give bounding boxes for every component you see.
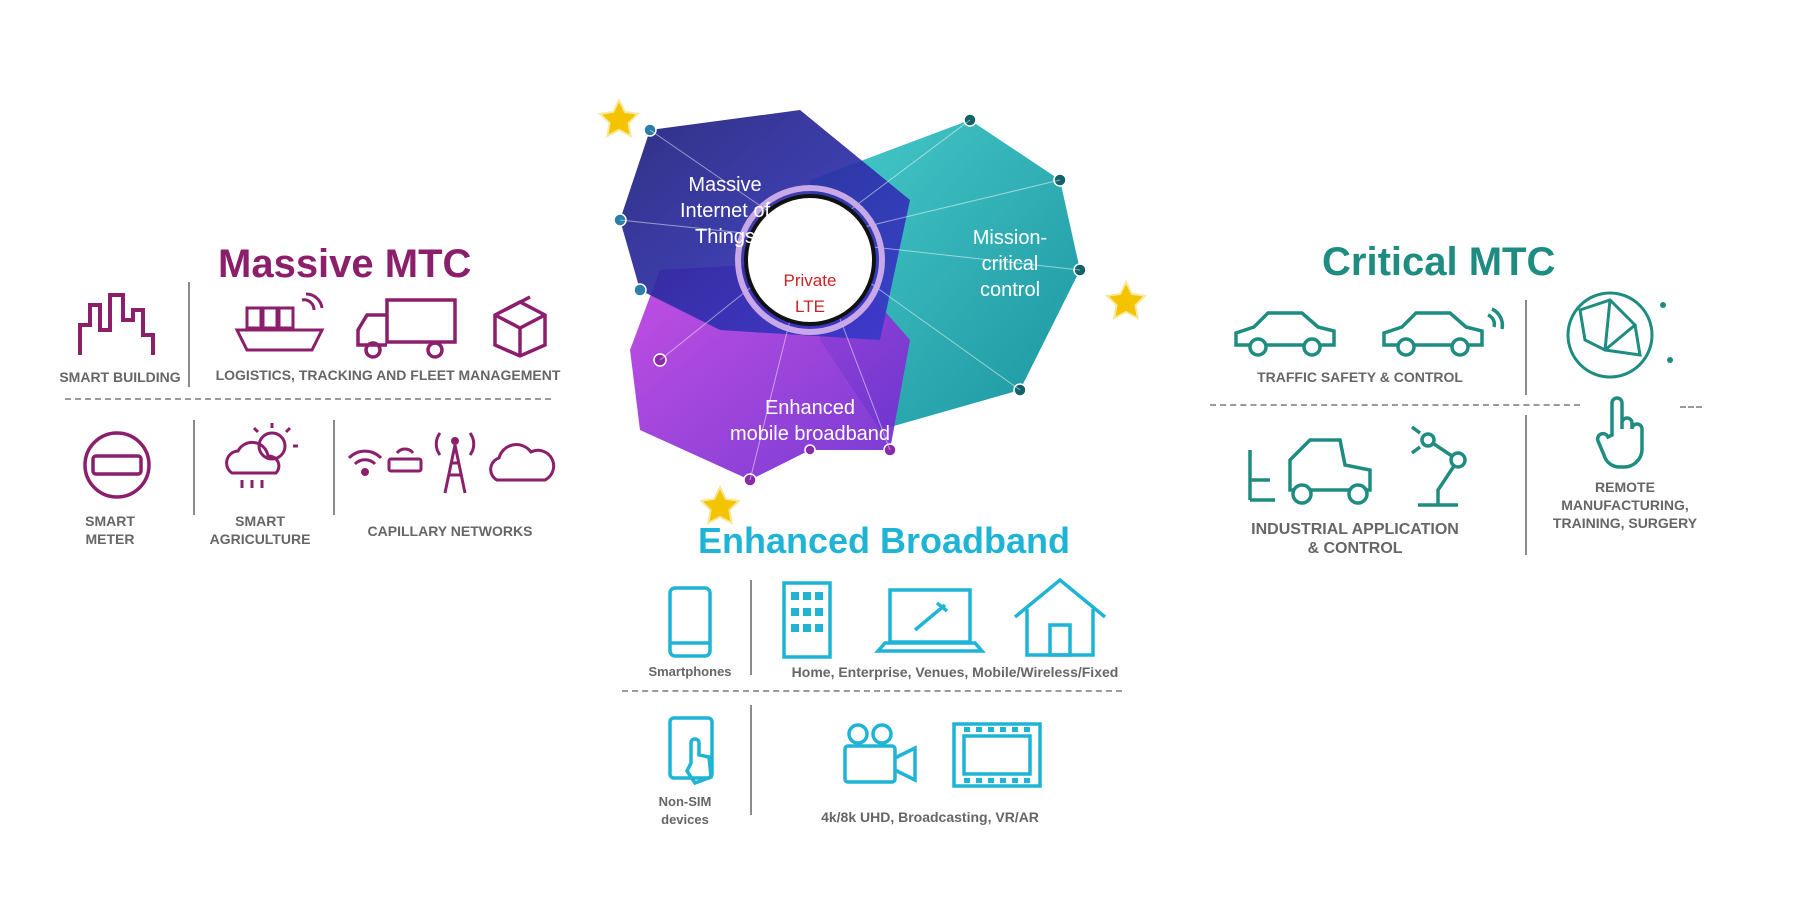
home-icon: [1013, 577, 1107, 657]
laptop-icon: [874, 588, 986, 653]
traffic-label: TRAFFIC SAFETY & CONTROL: [1257, 369, 1463, 385]
cloud-icon: [489, 443, 556, 482]
smart-meter-icon: [83, 431, 151, 499]
uhd-broadcasting-label: 4k/8k UHD, Broadcasting, VR/AR: [821, 809, 1039, 825]
star-icon: [597, 97, 641, 139]
robot-arm-icon: [1410, 425, 1467, 507]
capillary-networks-label: CAPILLARY NETWORKS: [367, 523, 533, 539]
usage-scenarios-blob-diagram: [613, 110, 1087, 487]
private-lte-ring: [735, 185, 885, 335]
router-icon: [387, 447, 423, 473]
smart-building-icon: [78, 293, 155, 355]
industrial-label: INDUSTRIAL APPLICATION& CONTROL: [1251, 521, 1459, 557]
divider: [1680, 406, 1702, 408]
divider: [1525, 300, 1527, 395]
star-icon: [1104, 279, 1148, 321]
package-box-icon: [493, 295, 547, 358]
massive-mtc-title: Massive MTC: [218, 242, 472, 286]
office-building-icon: [782, 581, 832, 659]
divider: [333, 420, 335, 515]
globe-network-icon: [1566, 291, 1673, 379]
divider: [622, 690, 1122, 692]
star-icon: [698, 484, 742, 526]
divider: [193, 420, 195, 515]
divider: [65, 398, 551, 400]
divider: [1210, 404, 1580, 406]
smart-building-label: SMART BUILDING: [59, 369, 181, 385]
film-strip-icon: [952, 722, 1042, 788]
smartphones-label: Smartphones: [648, 664, 732, 679]
delivery-truck-icon: [356, 298, 457, 359]
car-icon: [1234, 311, 1336, 357]
tablet-touch-icon: [668, 716, 714, 786]
connected-car-icon: [1382, 307, 1505, 357]
weather-cloud-sun-icon: [225, 423, 298, 488]
home-enterprise-label: Home, Enterprise, Venues, Mobile/Wireles…: [791, 664, 1119, 680]
forklift-icon: [1248, 438, 1372, 505]
critical-mtc-title: Critical MTC: [1322, 240, 1556, 284]
video-camera-icon: [843, 723, 917, 784]
divider: [750, 705, 752, 815]
logistics-label: LOGISTICS, TRACKING AND FLEET MANAGEMENT: [215, 367, 561, 383]
divider: [188, 282, 190, 387]
cell-tower-icon: [434, 432, 476, 494]
divider: [1525, 415, 1527, 555]
enhanced-broadband-title: Enhanced Broadband: [698, 520, 1071, 561]
divider: [750, 580, 752, 675]
wifi-signal-icon: [347, 449, 383, 476]
smartphone-icon: [668, 586, 712, 658]
hand-pointer-icon: [1595, 396, 1644, 469]
cargo-ship-icon: [234, 292, 325, 352]
private-lte-circle: [744, 194, 876, 326]
